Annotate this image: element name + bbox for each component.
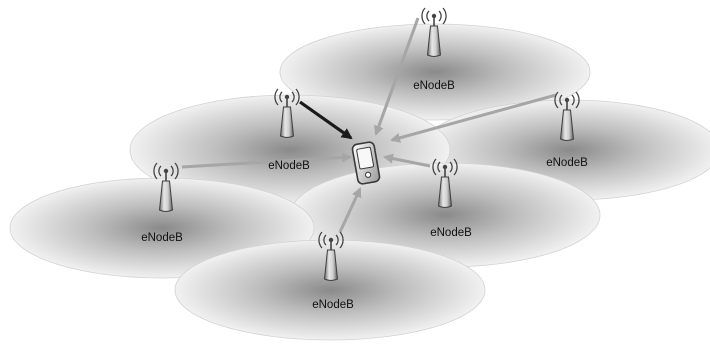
links — [181, 17, 557, 233]
enodeb-label: eNodeB — [312, 299, 354, 311]
link-neighbor-top — [374, 17, 420, 136]
antenna-icon — [554, 91, 580, 141]
enodeb-label: eNodeB — [546, 157, 588, 169]
antenna-icon — [318, 231, 344, 281]
enodeb-label: eNodeB — [141, 232, 183, 244]
cell-top — [279, 23, 591, 121]
link-neighbor-center-right — [383, 153, 431, 168]
link-neighbor-right — [390, 93, 557, 143]
user-equipment-phone-icon — [351, 141, 381, 185]
link-serving-center-left — [299, 100, 353, 140]
coverage-cells — [9, 23, 710, 341]
link-neighbor-bottom — [338, 187, 362, 233]
enodeb-right: eNodeB — [546, 91, 588, 169]
enodeb-label: eNodeB — [430, 227, 472, 239]
antenna-icon — [153, 162, 179, 212]
enodeb-label: eNodeB — [268, 160, 310, 172]
enodeb-bottom: eNodeB — [312, 231, 354, 311]
enodeb-center-right: eNodeB — [430, 158, 472, 239]
enodeb-left: eNodeB — [141, 162, 183, 244]
link-neighbor-left — [181, 152, 352, 169]
antenna-icon — [421, 7, 447, 57]
enodeb-label: eNodeB — [413, 80, 455, 92]
antenna-icon — [432, 158, 458, 208]
antenna-icon — [274, 88, 300, 138]
enodeb-top: eNodeB — [413, 7, 455, 92]
enodeb-center-left: eNodeB — [268, 88, 310, 172]
